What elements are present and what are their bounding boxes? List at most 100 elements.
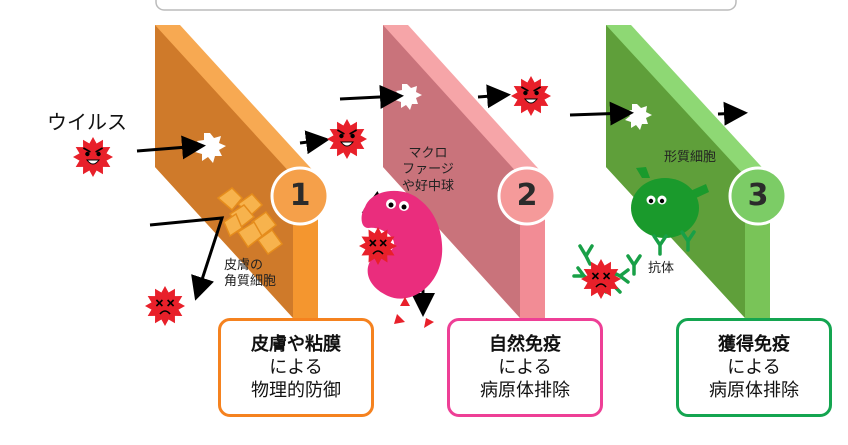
- virus-body: [79, 143, 107, 171]
- barrier-box-2: 自然免疫 による 病原体排除: [447, 318, 603, 417]
- skin-cell-label: 皮膚の 角質細胞: [224, 258, 276, 291]
- virus-icon: [511, 76, 551, 116]
- macrophage-pupil: [401, 204, 407, 210]
- skin-cell: [223, 212, 243, 238]
- virus-mouth: [85, 159, 101, 165]
- virus-icon: [327, 119, 367, 159]
- virus-brow: [533, 86, 541, 92]
- virus-eye: [339, 133, 344, 139]
- virus-brow: [349, 129, 357, 135]
- virus-eye: [350, 133, 355, 139]
- arrow-through-2: [477, 84, 511, 109]
- virus-body: [365, 233, 391, 259]
- virus-eye: [591, 272, 599, 280]
- plasma-cell-pupil: [648, 198, 654, 204]
- virus-eye: [534, 90, 539, 96]
- panel-2-face: [383, 25, 520, 318]
- barrier-box-line: による: [727, 356, 781, 378]
- macrophage-pupil: [388, 202, 394, 208]
- antibody-icon: [626, 254, 642, 276]
- virus-mouth: [372, 250, 384, 255]
- barrier-number-3: 3: [747, 178, 769, 213]
- macrophage-label-line: マクロ: [408, 146, 448, 161]
- virus-icon: [73, 137, 113, 177]
- skin-cell-label-line: 角質細胞: [224, 274, 277, 290]
- barrier-box-line: 病原体排除: [480, 380, 570, 402]
- viruses: [73, 76, 621, 326]
- arrow-panel3-in: [569, 101, 634, 126]
- virus-eye: [369, 239, 377, 247]
- macrophage-label-line: や好中球: [402, 178, 455, 194]
- barrier-box-line: 病原体排除: [709, 380, 799, 402]
- virus-eye: [167, 299, 175, 307]
- plasma-cell: [631, 167, 709, 238]
- virus-body: [151, 292, 179, 320]
- virus-icon: [359, 227, 397, 265]
- virus-icon: [581, 259, 621, 299]
- barrier-number-2: 2: [516, 178, 538, 213]
- virus-eye: [155, 299, 163, 307]
- number-circle-2: [497, 166, 557, 226]
- virus-eye: [379, 239, 387, 247]
- arrow-virus-in: [136, 135, 206, 160]
- skin-cell-label-line: 皮膚の: [224, 258, 264, 273]
- barrier-box-1: 皮膚や粘膜 による 物理的防御: [218, 318, 374, 417]
- barrier-box-line: による: [498, 356, 552, 378]
- plasma-cell-tail: [636, 167, 650, 178]
- virus-brow: [83, 147, 91, 153]
- macrophage-body: [361, 190, 443, 299]
- virus-mouth: [595, 283, 607, 288]
- arrow-skin-deflect: [149, 216, 225, 301]
- barrier-number-1: 1: [289, 178, 311, 213]
- virus-body: [587, 265, 615, 293]
- macrophage: [361, 190, 443, 328]
- virus-label: ウイルス: [47, 110, 127, 134]
- number-circle-1: [270, 166, 330, 226]
- antibody-icon: [680, 230, 696, 252]
- plasma-cell-pupil: [659, 198, 665, 204]
- virus-fragment: [424, 318, 434, 328]
- virus-brow: [521, 86, 529, 92]
- panel-1-face: [155, 25, 293, 318]
- virus-mouth: [523, 98, 539, 104]
- virus-mouth: [159, 310, 171, 315]
- virus-mouth: [339, 141, 355, 147]
- virus-fragment: [394, 314, 405, 324]
- plasma-cell-tail: [688, 184, 709, 198]
- skin-cell: [256, 228, 284, 256]
- virus-body: [333, 125, 361, 153]
- arrow-through-1: [299, 130, 330, 155]
- barrier-box-line: による: [269, 356, 323, 378]
- arrow-through-3: [717, 101, 748, 126]
- antibody-label: 抗体: [648, 261, 675, 276]
- antibody-icon: [578, 244, 594, 266]
- arrow-panel2-in: [339, 84, 404, 109]
- antibody-icon: [652, 234, 668, 256]
- skin-cell: [236, 220, 263, 249]
- top-frame: [155, 0, 737, 11]
- macrophage-label-line: ファージ: [402, 162, 454, 178]
- skin-cell: [216, 187, 244, 212]
- plasma-cell-body: [631, 178, 699, 238]
- virus-brow: [337, 129, 345, 135]
- virus-brow: [95, 147, 103, 153]
- virus-eye: [85, 151, 90, 157]
- barrier-box-title: 皮膚や粘膜: [251, 333, 341, 355]
- virus-body: [517, 82, 545, 110]
- panel-3-face: [606, 25, 745, 318]
- plasma-cell-label: 形質細胞: [664, 150, 717, 165]
- barrier-box-title: 獲得免疫: [718, 333, 790, 355]
- virus-eye: [603, 272, 611, 280]
- virus-fragment: [400, 297, 410, 306]
- number-circle-3: [728, 166, 788, 226]
- skin-cells: [216, 187, 284, 256]
- virus-eye: [523, 90, 528, 96]
- barrier-box-line: 物理的防御: [251, 380, 341, 402]
- virus-eye: [96, 151, 101, 157]
- barrier-box-title: 自然免疫: [489, 333, 561, 355]
- virus-icon: [145, 286, 185, 326]
- macrophage-label: マクロ ファージ や好中球: [402, 146, 454, 195]
- barrier-box-3: 獲得免疫 による 病原体排除: [676, 318, 832, 417]
